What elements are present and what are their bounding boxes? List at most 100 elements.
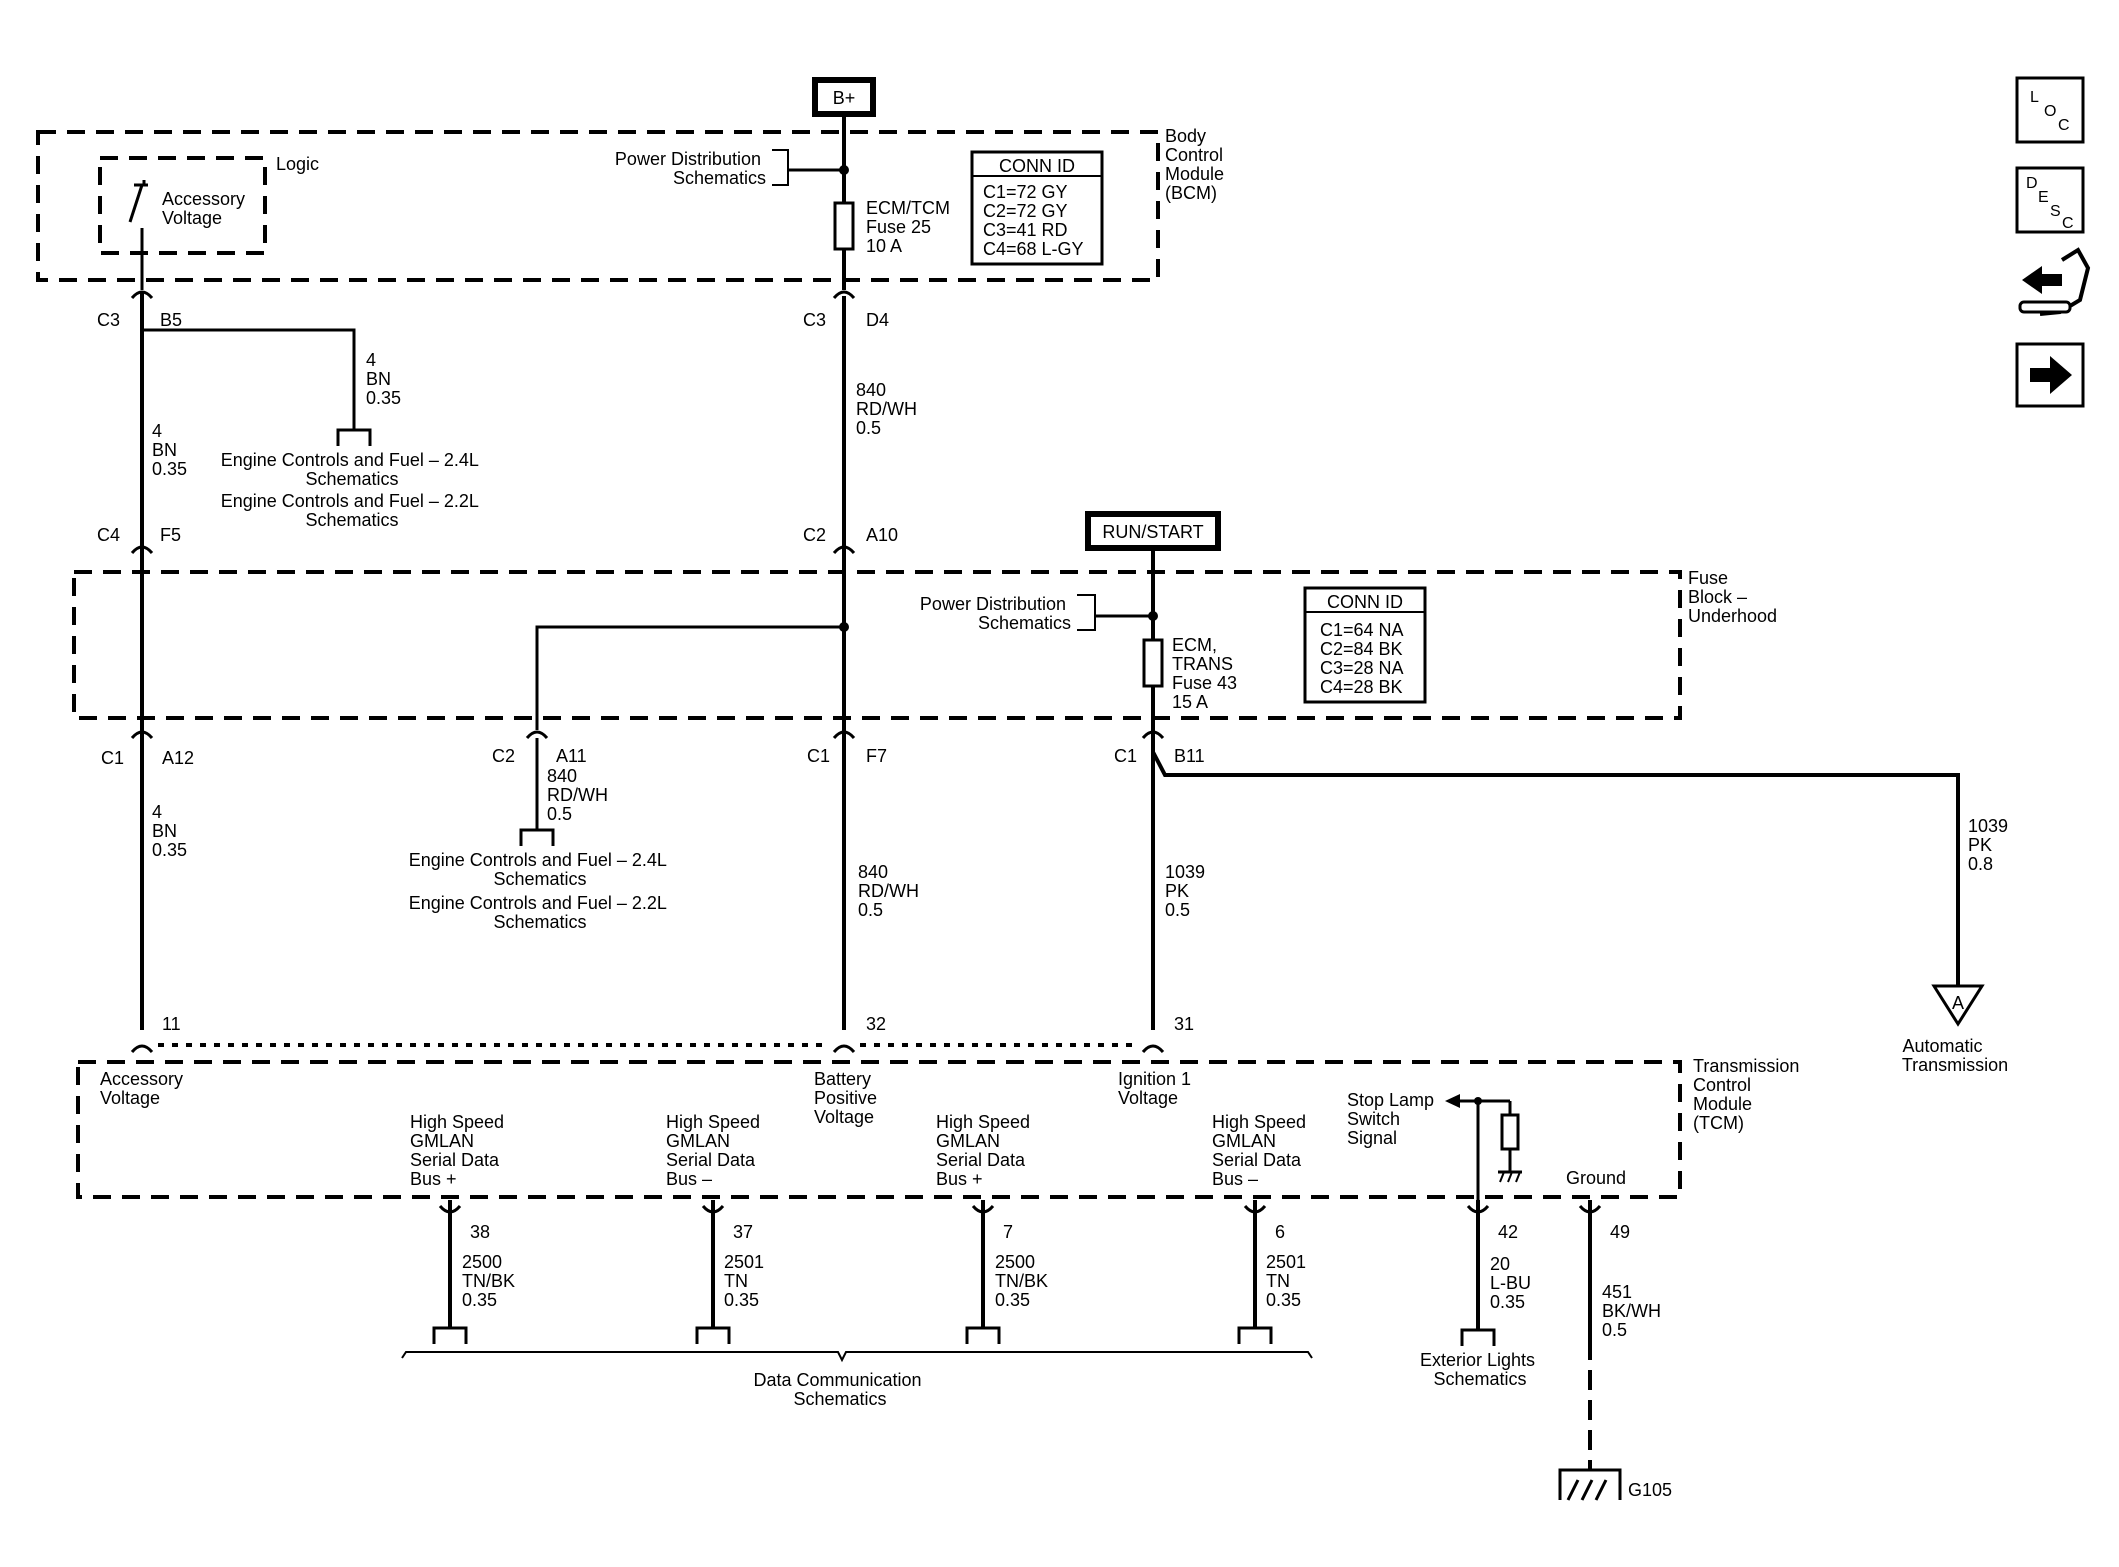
svg-text:C4=28 BK: C4=28 BK xyxy=(1320,677,1403,697)
tcm-ignition1: Ignition 1 Voltage xyxy=(1118,1069,1196,1108)
svg-text:L: L xyxy=(2030,89,2039,106)
pin-32: 32 xyxy=(866,1014,886,1034)
svg-text:E: E xyxy=(2038,189,2049,206)
tcm-battery-positive: Battery Positive Voltage xyxy=(814,1069,882,1127)
automatic-transmission-ref: Automatic Transmission xyxy=(1902,1036,2008,1075)
svg-text:A10: A10 xyxy=(866,525,898,545)
svg-text:49: 49 xyxy=(1610,1222,1630,1242)
svg-text:D: D xyxy=(2026,175,2038,192)
svg-text:C3: C3 xyxy=(97,310,120,330)
svg-text:37: 37 xyxy=(733,1222,753,1242)
pin-31: 31 xyxy=(1174,1014,1194,1034)
arrow-right-icon[interactable] xyxy=(2015,342,2085,408)
exterior-lights-ref: Exterior Lights Schematics xyxy=(1420,1350,1540,1389)
loc-button[interactable]: L O C xyxy=(2015,76,2085,144)
svg-text:C1: C1 xyxy=(807,746,830,766)
connector-c1-f7: C1 F7 xyxy=(807,730,887,766)
accessory-switch-icon xyxy=(128,180,148,290)
help-hand-icon[interactable] xyxy=(2018,247,2091,316)
engine-22-ref-mid: Engine Controls and Fuel – 2.2L Schemati… xyxy=(409,893,672,932)
fuse-25-icon xyxy=(833,201,855,251)
svg-text:C1=64 NA: C1=64 NA xyxy=(1320,620,1404,640)
b-plus-source: B+ xyxy=(812,77,876,290)
desc-button[interactable]: D E S C xyxy=(2015,166,2085,234)
engine-ref-stub-mid xyxy=(519,828,555,846)
stop-lamp-switch-signal: Stop Lamp Switch Signal xyxy=(1347,1090,1439,1148)
engine-22-ref-top: Engine Controls and Fuel – 2.2L Schemati… xyxy=(221,491,484,530)
connector-c1-b11: C1 B11 xyxy=(1114,730,1205,766)
svg-text:20L-BU0.35: 20L-BU0.35 xyxy=(1490,1254,1531,1312)
ground-g105-icon: G105 xyxy=(1558,1468,1672,1501)
wire-4-bn-upper: 4 BN 0.35 xyxy=(152,421,187,479)
run-start-label: RUN/START xyxy=(1102,522,1203,542)
svg-text:42: 42 xyxy=(1498,1222,1518,1242)
engine-24-ref-top: Engine Controls and Fuel – 2.4L Schemati… xyxy=(221,450,484,489)
fuse-43-icon xyxy=(1142,638,1164,688)
svg-text:D4: D4 xyxy=(866,310,889,330)
connector-c2-a10: C2 A10 xyxy=(803,525,898,555)
svg-text:F7: F7 xyxy=(866,746,887,766)
pin-11: 11 xyxy=(162,1014,181,1034)
svg-text:C2=72 GY: C2=72 GY xyxy=(983,201,1068,221)
gmlan-bus-plus-7: High Speed GMLAN Serial Data Bus + xyxy=(936,1112,1035,1189)
svg-text:O: O xyxy=(2044,103,2056,120)
tcm-module: Transmission Control Module (TCM) 11 32 … xyxy=(76,1014,1799,1200)
b-plus-label: B+ xyxy=(833,88,856,108)
bcm-label: Body Control Module (BCM) xyxy=(1165,126,1229,203)
svg-text:CONN ID: CONN ID xyxy=(1327,592,1403,612)
svg-text:A: A xyxy=(1952,993,1964,1013)
svg-text:B11: B11 xyxy=(1174,746,1205,766)
svg-text:CONN ID: CONN ID xyxy=(999,156,1075,176)
fuse-25-label: ECM/TCM Fuse 25 10 A xyxy=(866,198,955,256)
fuse-block-underhood: Fuse Block – Underhood Power Distributio… xyxy=(72,568,1777,730)
wire-1039-pk-trans: 1039 PK 0.8 xyxy=(1968,816,2013,874)
fuse-43-label: ECM, TRANS Fuse 43 15 A xyxy=(1172,635,1242,712)
logic-label: Logic xyxy=(276,154,319,174)
svg-text:38: 38 xyxy=(470,1222,490,1242)
wire-4-bn-branch: 4 BN 0.35 xyxy=(366,350,401,408)
svg-text:C4=68 L-GY: C4=68 L-GY xyxy=(983,239,1084,259)
svg-text:C3=28 NA: C3=28 NA xyxy=(1320,658,1404,678)
accessory-voltage-label: Accessory Voltage xyxy=(162,189,250,228)
tcm-ground-label: Ground xyxy=(1566,1168,1626,1188)
svg-text:F5: F5 xyxy=(160,525,181,545)
svg-text:C2: C2 xyxy=(492,746,515,766)
data-comm-bracket xyxy=(401,1351,1313,1363)
connector-c1-a12: C1 A12 xyxy=(101,730,194,768)
data-comm-ref: Data Communication Schematics xyxy=(753,1370,926,1409)
fuse-block-label: Fuse Block – Underhood xyxy=(1688,568,1777,626)
connector-c2-a11: C2 A11 xyxy=(492,730,587,766)
bcm-module: Body Control Module (BCM) Logic Accessor… xyxy=(36,126,1229,290)
offpage-a-triangle-icon: A xyxy=(1931,984,1985,1027)
engine-ref-stub-top xyxy=(336,428,372,446)
connector-c4-f5: C4 F5 xyxy=(97,525,181,555)
svg-text:C: C xyxy=(2058,117,2070,134)
wire-840-upper: 840 RD/WH 0.5 xyxy=(856,380,922,438)
svg-text:C1: C1 xyxy=(1114,746,1137,766)
ground-g105-label: G105 xyxy=(1628,1480,1672,1500)
tcm-accessory-voltage: Accessory Voltage xyxy=(100,1069,188,1108)
svg-text:C2: C2 xyxy=(803,525,826,545)
gmlan-bus-minus-37: High Speed GMLAN Serial Data Bus – xyxy=(666,1112,765,1189)
connector-c3-d4: C3 D4 xyxy=(803,290,889,330)
fuse-block-conn-id-table: CONN ID C1=64 NA C2=84 BK C3=28 NA C4=28… xyxy=(1303,586,1427,704)
svg-text:B5: B5 xyxy=(160,310,182,330)
svg-text:C2=84 BK: C2=84 BK xyxy=(1320,639,1403,659)
svg-text:C4: C4 xyxy=(97,525,120,545)
svg-text:6: 6 xyxy=(1275,1222,1285,1242)
svg-text:C: C xyxy=(2062,215,2074,232)
gmlan-bus-minus-6: High Speed GMLAN Serial Data Bus – xyxy=(1212,1112,1311,1189)
wire-1039-pk-tcm: 1039 PK 0.5 xyxy=(1165,862,1210,920)
engine-24-ref-mid: Engine Controls and Fuel – 2.4L Schemati… xyxy=(409,850,672,889)
connector-c3-b5: C3 B5 xyxy=(97,290,182,330)
svg-text:S: S xyxy=(2050,203,2061,220)
